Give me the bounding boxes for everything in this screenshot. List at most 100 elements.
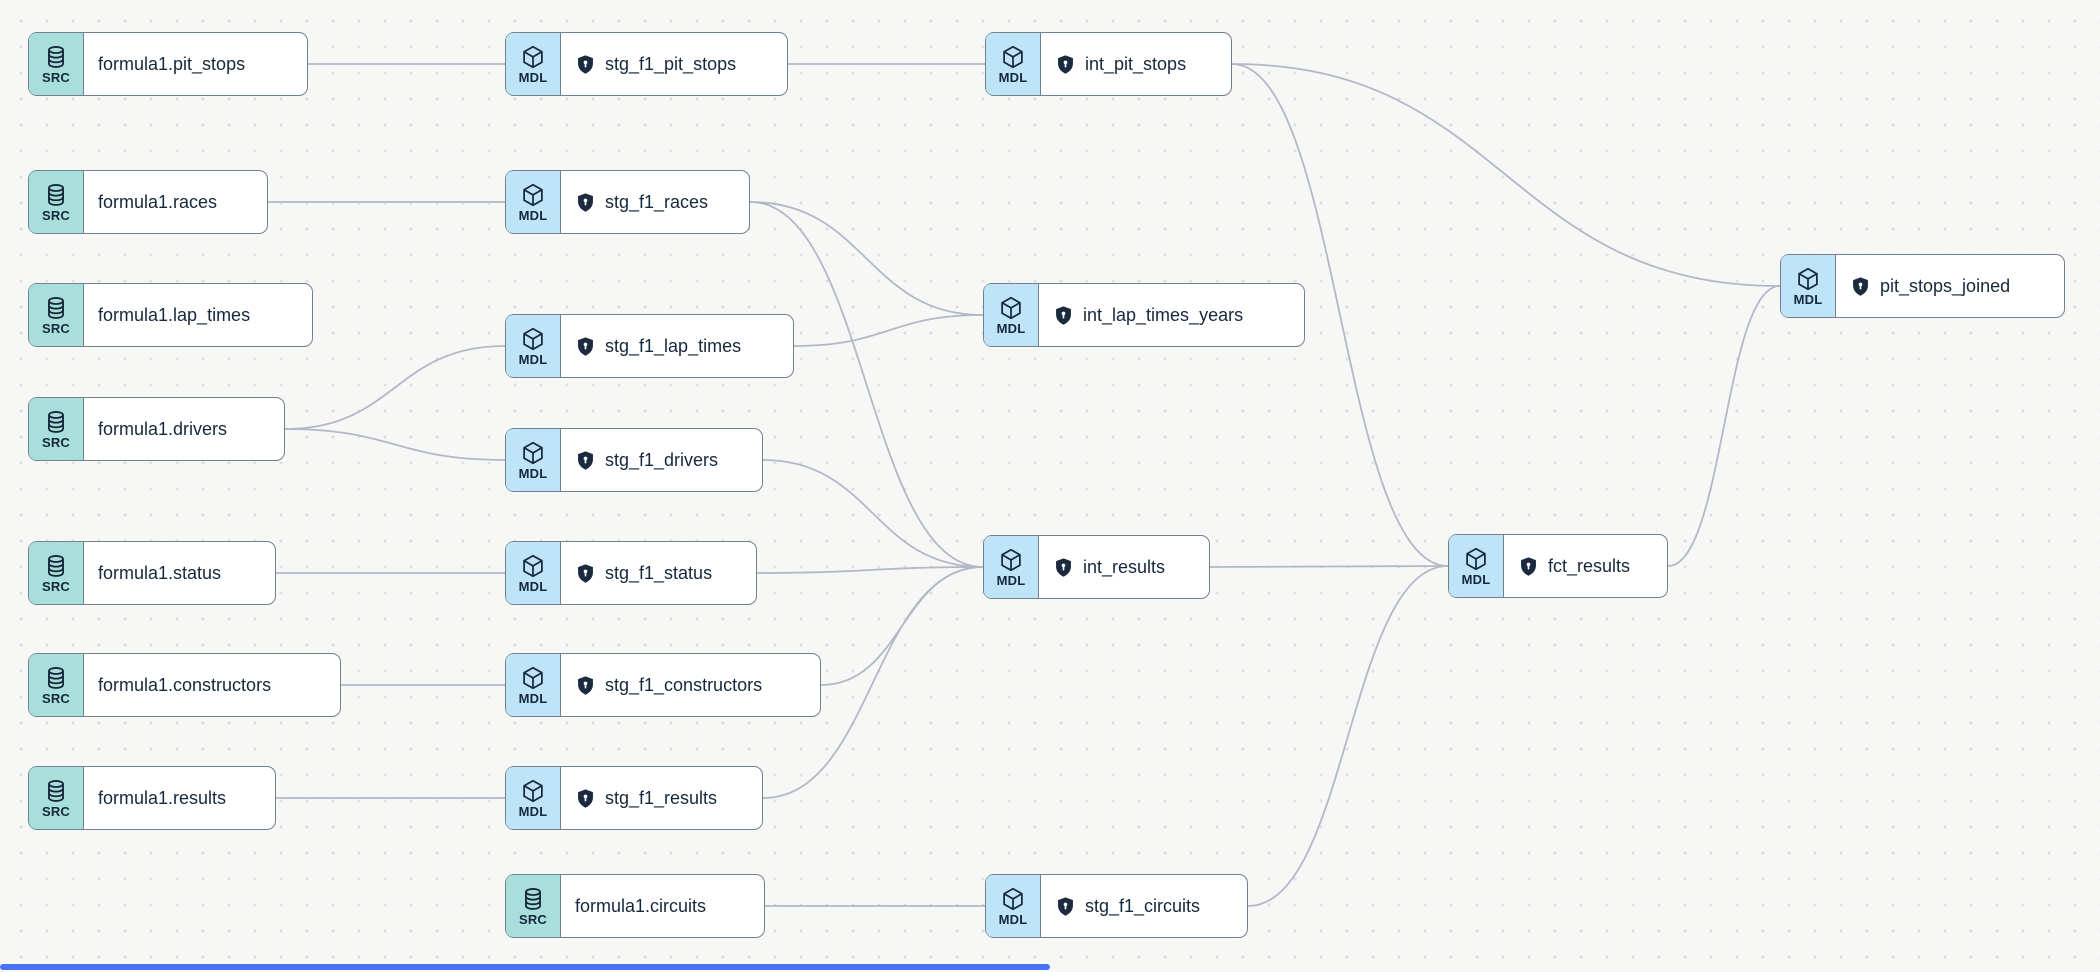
cube-icon	[520, 553, 546, 579]
node-src-drivers[interactable]: SRC formula1.drivers	[28, 397, 285, 461]
lineage-edge-int-pit-stops-to-fct-results	[1231, 63, 1449, 567]
node-body: stg_f1_lap_times	[561, 315, 793, 377]
node-type-label: SRC	[41, 435, 71, 450]
cube-icon	[520, 182, 546, 208]
node-type-badge: MDL	[506, 654, 561, 716]
node-body: stg_f1_circuits	[1041, 875, 1247, 937]
node-type-label: MDL	[998, 70, 1028, 85]
node-type-label: MDL	[518, 804, 548, 819]
node-body: stg_f1_results	[561, 767, 762, 829]
node-int-results[interactable]: MDL int_results	[983, 535, 1210, 599]
node-label: stg_f1_status	[605, 562, 713, 583]
lineage-edge-stg-f1-lap-times-to-int-lap-times-years	[793, 314, 984, 347]
node-body: stg_f1_races	[561, 171, 749, 233]
database-icon	[43, 553, 69, 579]
node-type-label: MDL	[996, 321, 1026, 336]
node-type-badge: SRC	[29, 542, 84, 604]
node-stg-f1-circuits[interactable]: MDL stg_f1_circuits	[985, 874, 1248, 938]
node-stg-f1-races[interactable]: MDL stg_f1_races	[505, 170, 750, 234]
node-label: formula1.races	[98, 191, 218, 212]
node-type-label: MDL	[518, 691, 548, 706]
node-type-label: SRC	[41, 208, 71, 223]
cube-icon	[998, 547, 1024, 573]
node-type-label: MDL	[518, 70, 548, 85]
shield-icon	[575, 788, 596, 809]
node-body: stg_f1_constructors	[561, 654, 820, 716]
node-type-badge: SRC	[29, 654, 84, 716]
lineage-edge-stg-f1-races-to-int-lap-times-years	[749, 201, 984, 316]
cube-icon	[1463, 546, 1489, 572]
node-src-lap-times[interactable]: SRC formula1.lap_times	[28, 283, 313, 347]
horizontal-scrollbar[interactable]	[0, 964, 1050, 970]
database-icon	[43, 665, 69, 691]
lineage-edge-fct-results-to-pit-stops-joined	[1667, 285, 1781, 567]
node-type-badge: MDL	[506, 767, 561, 829]
node-src-constructors[interactable]: SRC formula1.constructors	[28, 653, 341, 717]
node-type-label: SRC	[41, 70, 71, 85]
shield-icon	[1055, 896, 1076, 917]
node-body: fct_results	[1504, 535, 1667, 597]
shield-icon	[575, 675, 596, 696]
node-type-label: MDL	[1461, 572, 1491, 587]
node-stg-f1-pit-stops[interactable]: MDL stg_f1_pit_stops	[505, 32, 788, 96]
node-label: formula1.lap_times	[98, 304, 251, 325]
cube-icon	[998, 295, 1024, 321]
lineage-edge-stg-f1-results-to-int-results	[762, 566, 984, 799]
node-label: int_results	[1083, 556, 1166, 577]
node-type-badge: MDL	[506, 33, 561, 95]
node-label: formula1.constructors	[98, 674, 272, 695]
lineage-edge-int-results-to-fct-results	[1209, 565, 1449, 568]
node-type-label: MDL	[518, 208, 548, 223]
shield-icon	[1518, 556, 1539, 577]
node-type-badge: SRC	[29, 398, 84, 460]
node-type-badge: MDL	[506, 315, 561, 377]
shield-icon	[1053, 557, 1074, 578]
node-pit-stops-joined[interactable]: MDL pit_stops_joined	[1780, 254, 2065, 318]
node-body: stg_f1_pit_stops	[561, 33, 787, 95]
node-fct-results[interactable]: MDL fct_results	[1448, 534, 1668, 598]
node-stg-f1-results[interactable]: MDL stg_f1_results	[505, 766, 763, 830]
node-label: stg_f1_drivers	[605, 449, 719, 470]
node-type-label: MDL	[518, 466, 548, 481]
shield-icon	[575, 563, 596, 584]
node-type-badge: SRC	[29, 33, 84, 95]
node-type-label: MDL	[996, 573, 1026, 588]
cube-icon	[520, 440, 546, 466]
node-label: stg_f1_pit_stops	[605, 53, 737, 74]
node-stg-f1-drivers[interactable]: MDL stg_f1_drivers	[505, 428, 763, 492]
node-type-badge: SRC	[29, 284, 84, 346]
cube-icon	[1795, 266, 1821, 292]
node-body: formula1.lap_times	[84, 284, 312, 346]
database-icon	[43, 295, 69, 321]
database-icon	[43, 44, 69, 70]
node-type-label: SRC	[41, 804, 71, 819]
lineage-edge-src-drivers-to-stg-f1-lap-times	[284, 345, 506, 430]
node-type-label: MDL	[1793, 292, 1823, 307]
node-label: pit_stops_joined	[1880, 275, 2011, 296]
lineage-edge-stg-f1-status-to-int-results	[756, 566, 984, 574]
node-label: int_lap_times_years	[1083, 304, 1244, 325]
shield-icon	[1055, 54, 1076, 75]
shield-icon	[1053, 305, 1074, 326]
shield-icon	[575, 192, 596, 213]
node-int-lap-times-years[interactable]: MDL int_lap_times_years	[983, 283, 1305, 347]
node-label: stg_f1_circuits	[1085, 895, 1201, 916]
database-icon	[43, 778, 69, 804]
cube-icon	[1000, 886, 1026, 912]
node-stg-f1-constructors[interactable]: MDL stg_f1_constructors	[505, 653, 821, 717]
node-label: formula1.drivers	[98, 418, 228, 439]
cube-icon	[520, 665, 546, 691]
node-type-badge: MDL	[986, 875, 1041, 937]
cube-icon	[520, 326, 546, 352]
node-src-races[interactable]: SRC formula1.races	[28, 170, 268, 234]
database-icon	[43, 182, 69, 208]
